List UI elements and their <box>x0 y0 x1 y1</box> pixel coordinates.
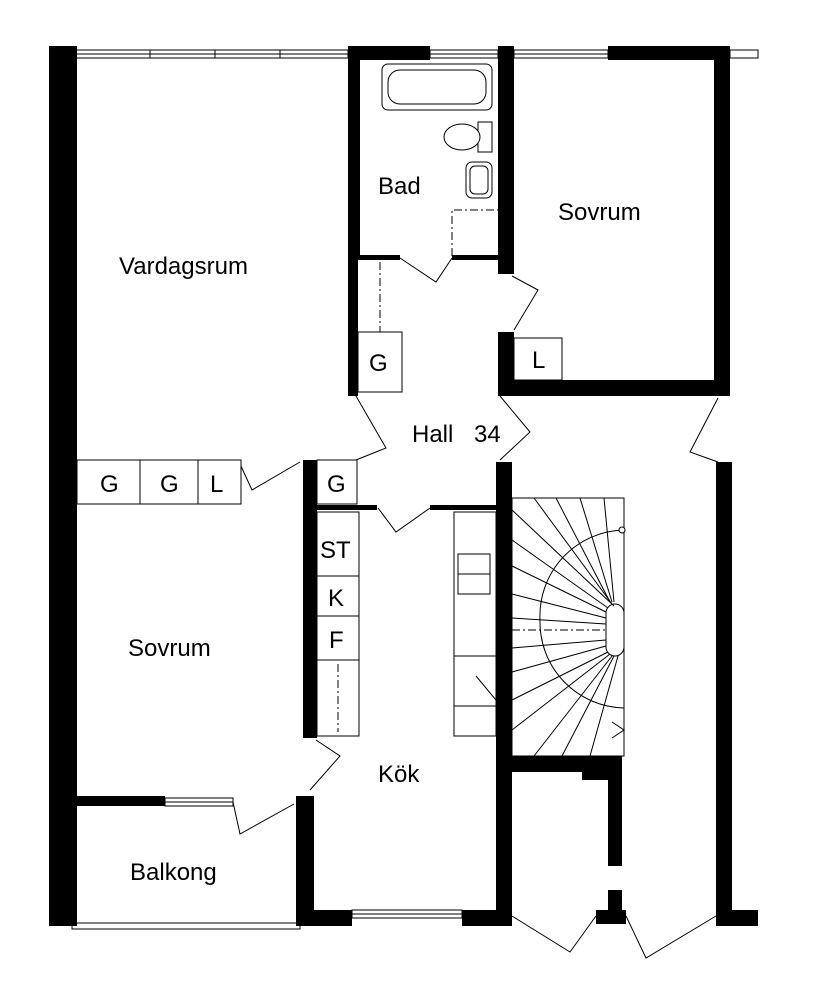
kitchen-counters <box>316 511 497 737</box>
room-label-bad: Bad <box>378 173 421 200</box>
room-label-kok: Kök <box>378 761 420 788</box>
staircase <box>511 497 626 757</box>
walls <box>49 46 758 926</box>
bathroom-fixtures <box>381 63 498 256</box>
closet-label-g-hall: G <box>369 350 388 377</box>
closet-label-l-sovrum: L <box>532 347 545 374</box>
doors <box>232 257 719 959</box>
room-label-balkong: Balkong <box>130 859 217 886</box>
closet-label-l-row: L <box>210 471 223 498</box>
closet-label-g2: G <box>160 471 179 498</box>
kitchen-label-st: ST <box>320 537 351 564</box>
room-label-sovrum-left: Sovrum <box>128 635 211 662</box>
room-label-vardagsrum: Vardagsrum <box>119 253 248 280</box>
room-label-sovrum-right: Sovrum <box>558 199 641 226</box>
room-label-hall-number: 34 <box>474 421 501 448</box>
kitchen-label-k: K <box>328 585 344 612</box>
room-label-hall: Hall <box>412 421 453 448</box>
closet-row <box>76 459 358 505</box>
closet-label-g1: G <box>100 471 119 498</box>
kitchen-label-f: F <box>329 627 344 654</box>
room-labels: Vardagsrum Bad Sovrum Hall 34 Sovrum Kök… <box>100 173 641 886</box>
hall-closet <box>357 262 563 393</box>
closet-label-g-kitchen: G <box>327 471 346 498</box>
